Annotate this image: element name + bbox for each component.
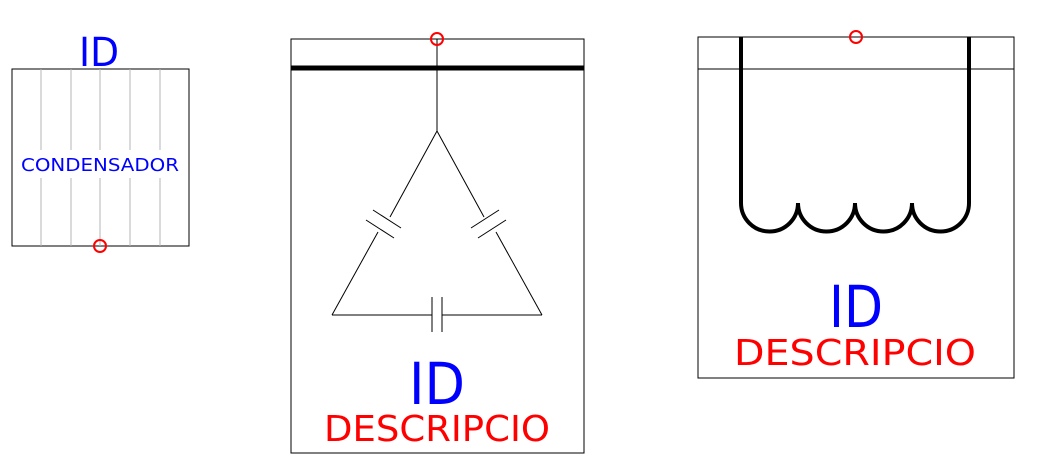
inductor-id: ID <box>829 273 883 341</box>
capacitor-delta-triangle <box>331 130 543 332</box>
capacitor-delta-id: ID <box>409 350 465 418</box>
capacitor-block-label: CONDENSADOR <box>21 155 179 176</box>
capacitor-delta-connection-point[interactable] <box>430 32 444 46</box>
inductor-coil <box>739 37 971 234</box>
inductor-connection-point[interactable] <box>849 30 863 44</box>
capacitor-block-symbol[interactable]: ID CONDENSADOR <box>11 30 190 253</box>
capacitor-block-id: ID <box>79 30 119 76</box>
inductor-frame <box>697 36 1015 379</box>
capacitor-delta-description: DESCRIPCIO <box>324 409 550 450</box>
inductor-description: DESCRIPCIO <box>734 333 976 374</box>
capacitor-block-connection-point[interactable] <box>93 239 107 253</box>
inductor-symbol[interactable]: ID DESCRIPCIO <box>697 30 1015 379</box>
capacitor-block-label-bg <box>18 150 182 178</box>
capacitor-delta-symbol[interactable]: ID DESCRIPCIO <box>290 32 585 454</box>
